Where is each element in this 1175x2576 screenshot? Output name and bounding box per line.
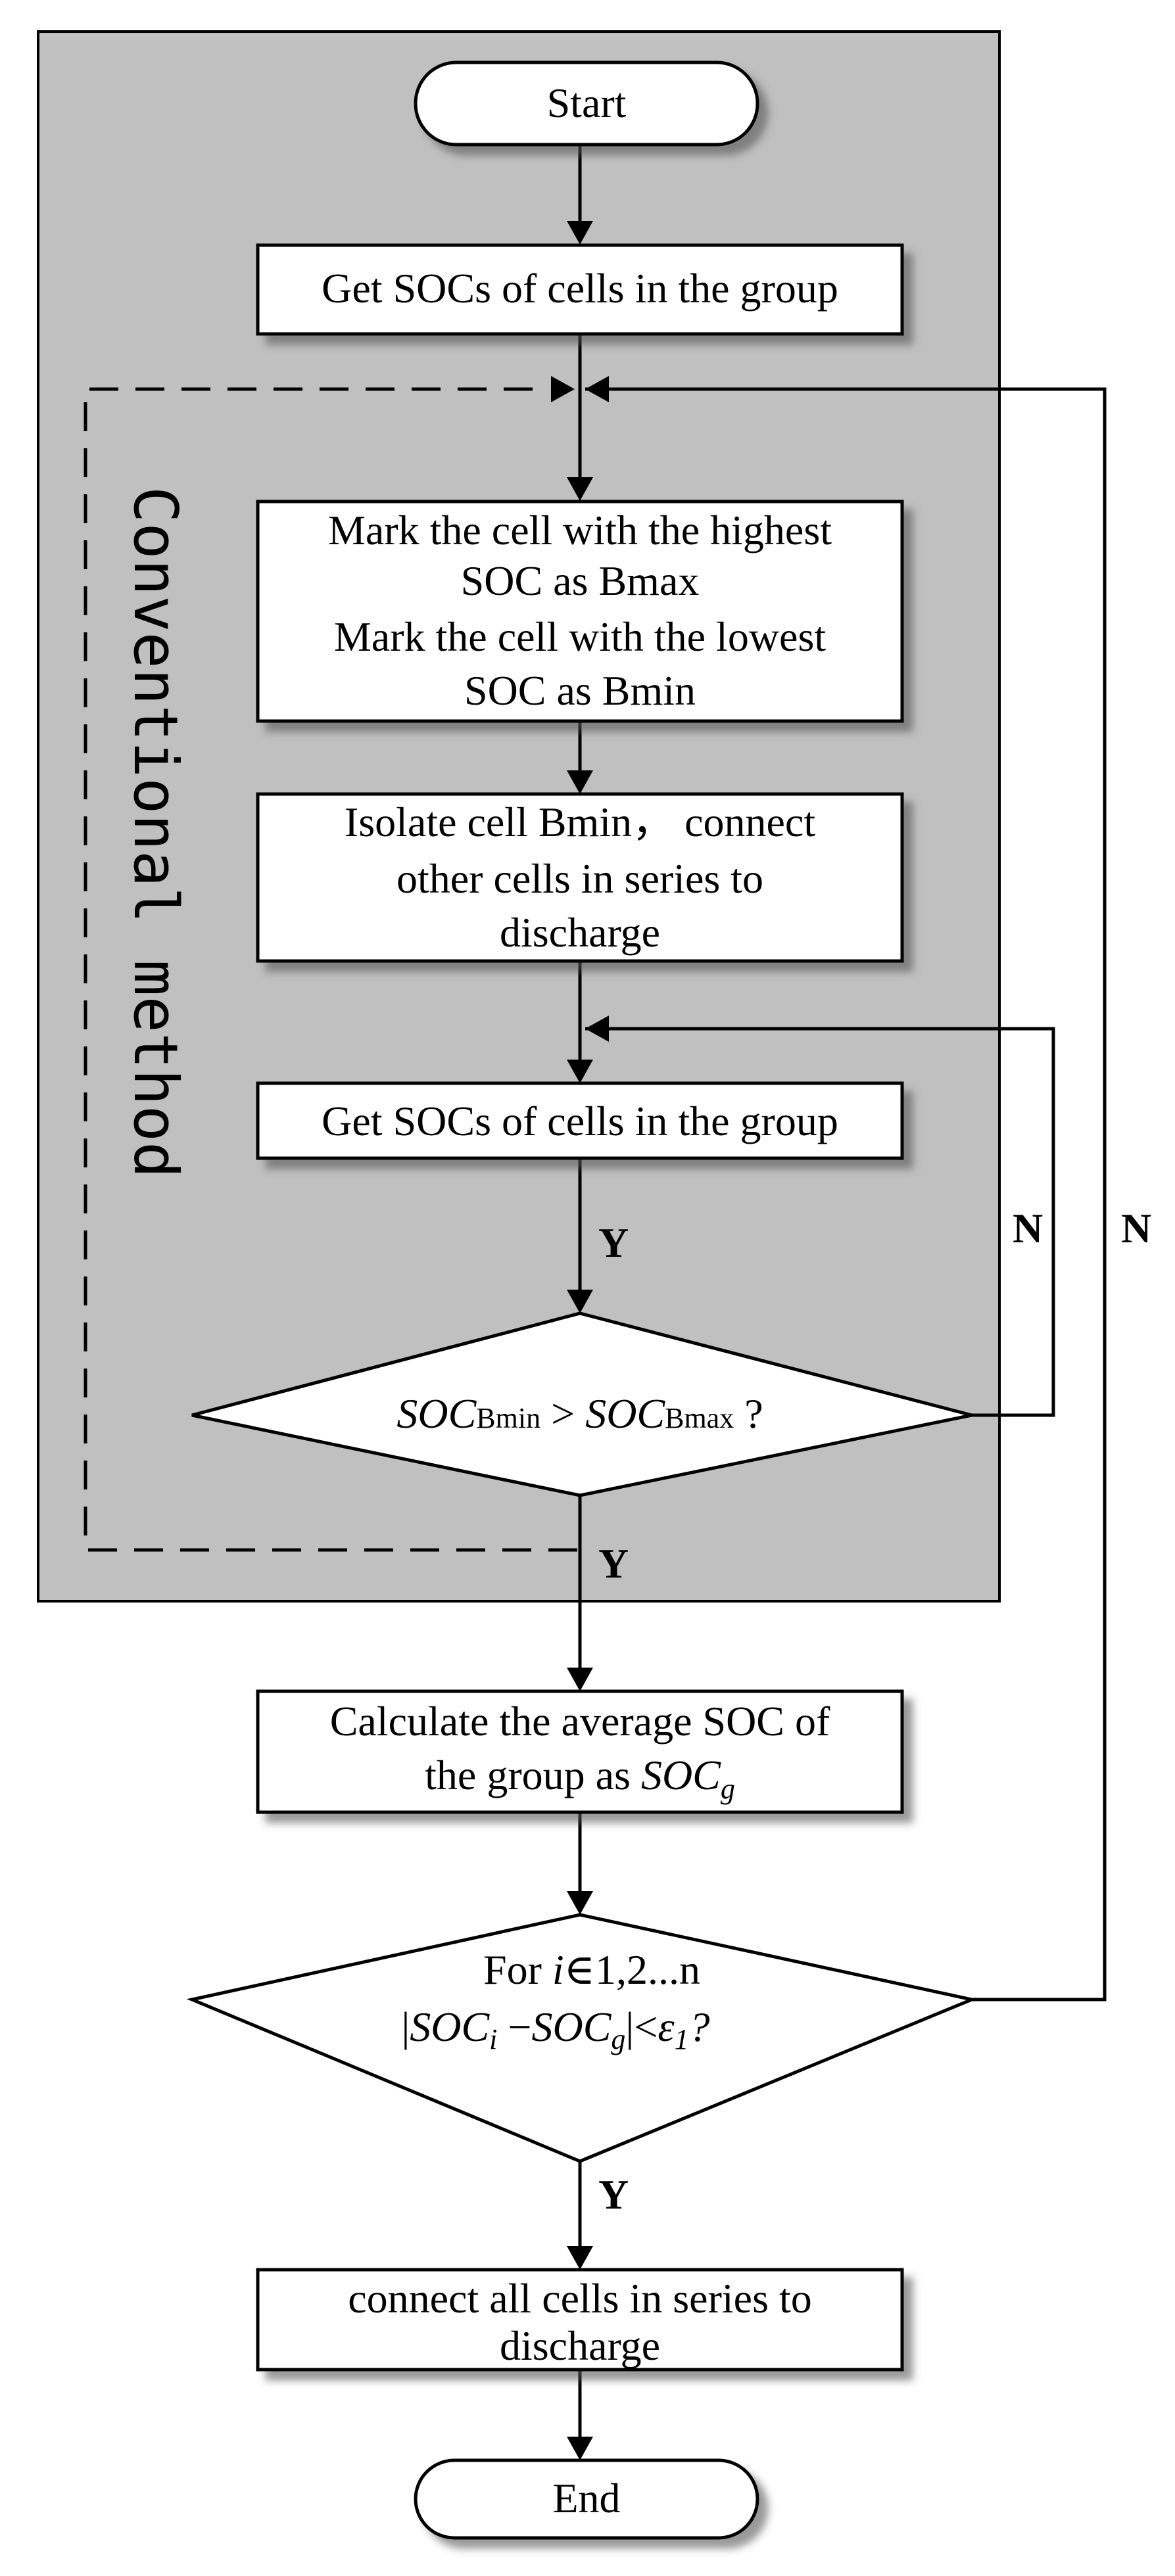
arrowhead: [567, 221, 593, 245]
arrowhead: [567, 2437, 593, 2460]
arrowhead: [567, 1060, 593, 1083]
connect-line-1: connect all cells in series to: [348, 2275, 812, 2322]
isolate-line-2: other cells in series to: [396, 855, 763, 902]
arrowhead: [567, 477, 593, 501]
calculate-average-box: [256, 1689, 904, 1814]
mark-cells-line-4: SOC as Bmin: [464, 667, 696, 714]
decision-convergence-line-1: For i∈1,2...n: [483, 1946, 700, 1993]
mark-cells-line-3: Mark the cell with the lowest: [334, 613, 826, 660]
branch-no-inner: N: [1013, 1205, 1043, 1252]
conventional-method-label: Conventional method: [120, 486, 191, 1178]
isolate-cell-box: [256, 792, 904, 963]
get-socs-box-2: [256, 1081, 904, 1160]
get-socs-label-1: Get SOCs of cells in the group: [322, 265, 838, 312]
calculate-line-1: Calculate the average SOC of: [330, 1698, 830, 1745]
arrowhead: [551, 376, 575, 402]
get-socs-box-1: [256, 243, 904, 336]
arrowhead: [585, 1016, 609, 1042]
connect-line-2: discharge: [500, 2322, 660, 2369]
arrowhead: [567, 2246, 593, 2270]
mark-cells-box: [256, 500, 904, 723]
start-terminal: [414, 60, 759, 147]
conventional-method-dashed-boundary: [84, 387, 585, 1552]
end-terminal: [414, 2458, 759, 2540]
isolate-line-1: Isolate cell Bmin， connect: [345, 799, 815, 845]
get-socs-label-2: Get SOCs of cells in the group: [322, 1098, 838, 1144]
end-label: End: [552, 2475, 620, 2521]
branch-yes-final: Y: [598, 2171, 629, 2218]
start-label: Start: [547, 80, 627, 126]
mark-cells-line-2: SOC as Bmax: [461, 557, 700, 604]
connectors: [551, 145, 1107, 2460]
connect-all-cells-box: [256, 2268, 904, 2372]
branch-no-outer: N: [1121, 1205, 1151, 1252]
arrowhead: [567, 1668, 593, 1691]
isolate-line-3: discharge: [500, 909, 660, 956]
connector-outer-no-loop: [585, 387, 1107, 2002]
arrowhead: [567, 770, 593, 794]
connector-inner-no-loop: [585, 1027, 1055, 1417]
arrowhead: [567, 1891, 593, 1915]
decision-convergence: [186, 1913, 978, 2163]
decision-soc-compare: [191, 1311, 972, 1497]
decision-convergence-line-2: |SOCi −SOCg|<ε1?: [401, 2003, 709, 2055]
branch-yes-inner-top: Y: [598, 1219, 629, 1266]
mark-cells-line-1: Mark the cell with the highest: [328, 507, 832, 553]
arrowhead: [585, 376, 609, 402]
arrowhead: [567, 1290, 593, 1313]
calculate-line-2: the group as SOCg: [425, 1752, 735, 1805]
branch-yes-inner-bottom: Y: [598, 1540, 629, 1587]
decision-soc-compare-label: SOCBmin > SOCBmax ?: [396, 1390, 763, 1437]
